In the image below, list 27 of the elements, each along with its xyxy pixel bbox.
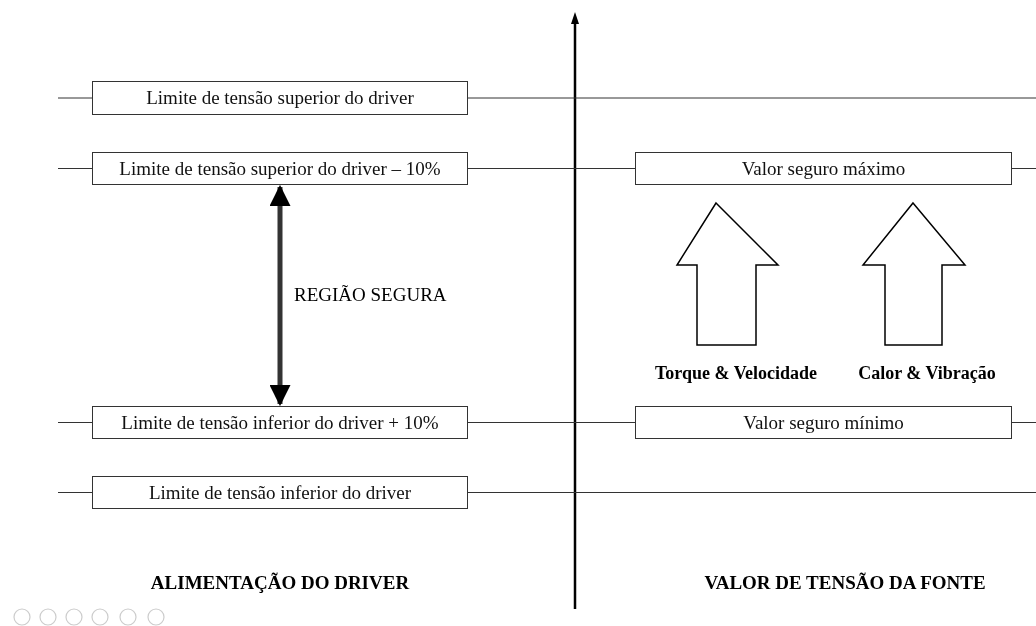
connector-line (467, 492, 1036, 493)
level-box (92, 476, 468, 509)
axis-title: VALOR DE TENSÃO DA FONTE (704, 572, 986, 594)
level-text: Valor seguro mínimo (743, 411, 904, 434)
level-box (92, 152, 468, 185)
level-text: Limite de tensão inferior do driver + 10% (121, 411, 439, 434)
level-box (92, 81, 468, 115)
connector-line (1011, 422, 1036, 423)
connector-line (467, 422, 636, 423)
level-text: Limite de tensão superior do driver – 10% (119, 157, 441, 180)
level-text: Valor seguro máximo (741, 157, 906, 180)
double-arrow (269, 184, 291, 407)
level-text: Limite de tensão superior do driver (146, 87, 414, 109)
connector-line (57, 168, 93, 169)
connector-line (57, 492, 93, 493)
connector-line (57, 97, 93, 99)
connector-line (1011, 168, 1036, 169)
level-box (635, 152, 1012, 185)
level-text: Limite de tensão inferior do driver (148, 481, 412, 504)
connector-line (467, 97, 1036, 99)
arrow-caption: Torque & Velocidade (655, 363, 817, 384)
axis-title: ALIMENTAÇÃO DO DRIVER (150, 572, 410, 594)
level-box (92, 406, 468, 439)
level-box (635, 406, 1012, 439)
connector-line (467, 168, 636, 169)
connector-line (57, 422, 93, 423)
arrow-caption: Calor & Vibração (858, 363, 996, 384)
